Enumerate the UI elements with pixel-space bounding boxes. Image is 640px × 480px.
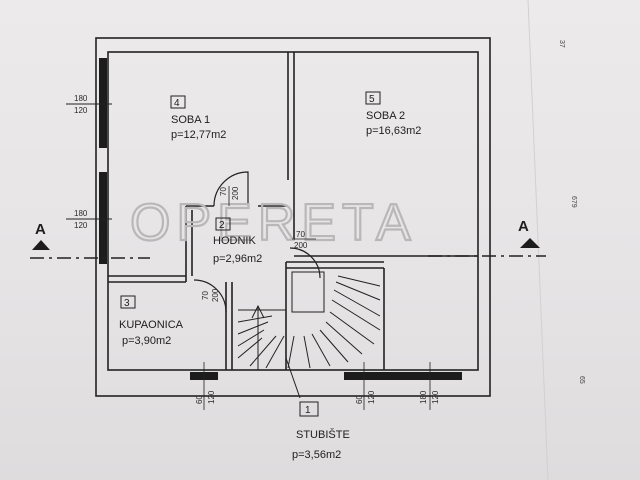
side-mark-top: 37: [558, 40, 565, 48]
window-dim-upper: 180 120: [66, 94, 112, 115]
section-arrow-right: [520, 238, 540, 248]
bottom-dim-1: 60 120: [195, 362, 216, 410]
room-area: p=3,90m2: [122, 335, 171, 347]
bottom-dim-3: 180 120: [419, 362, 440, 410]
room-hodnik: 2 HODNIK p=2,96m2: [213, 217, 262, 265]
window-dim-lower: 180 120: [66, 209, 112, 230]
outer-walls: [95, 37, 491, 397]
room-soba-1: 4 SOBA 1 p=12,77m2: [170, 95, 226, 141]
dim-bottom: 120: [207, 390, 216, 404]
dim-top: 60: [195, 395, 204, 404]
dim-top: 70: [296, 230, 305, 239]
room-name: SOBA 2: [366, 110, 405, 122]
dim-bottom: 120: [74, 221, 88, 230]
room-area: p=3,56m2: [292, 449, 341, 461]
room-name: HODNIK: [213, 235, 256, 247]
dim-bottom: 200: [294, 241, 308, 250]
dim-bottom: 200: [231, 186, 240, 200]
room-stubiste: 1 STUBIŠTE p=3,56m2: [292, 401, 350, 461]
room-area: p=16,63m2: [366, 125, 421, 137]
side-mark-bottom: 65: [578, 376, 585, 384]
dim-bottom: 120: [74, 106, 88, 115]
room-soba-2: 5 SOBA 2 p=16,63m2: [365, 91, 421, 137]
dim-top: 70: [201, 291, 210, 300]
dim-bottom: 120: [431, 390, 440, 404]
side-mark-middle: 679: [570, 196, 577, 208]
room-area: p=12,77m2: [171, 129, 226, 141]
watermark: OPERETA: [130, 194, 417, 252]
room-number: 3: [124, 298, 130, 309]
bottom-dim-2: 60 120: [355, 362, 376, 410]
room-area: p=2,96m2: [213, 253, 262, 265]
background-line: [527, 0, 549, 480]
room-number: 4: [174, 98, 180, 109]
left-windows: [99, 58, 107, 264]
dim-top: 180: [74, 94, 88, 103]
door-dim-hodnik: 70 200: [219, 186, 240, 206]
room-name: SOBA 1: [171, 114, 210, 126]
room-number: 1: [305, 405, 311, 416]
dim-top: 180: [419, 390, 428, 404]
dim-bottom: 120: [367, 390, 376, 404]
door-dim-soba-2: 70 200: [292, 230, 316, 250]
section-mark-left: A: [35, 221, 46, 238]
interior-walls: [108, 52, 478, 370]
dim-top: 70: [219, 187, 228, 196]
section-arrow-left: [32, 240, 50, 250]
room-kupaonica: 3 KUPAONICA p=3,90m2: [119, 295, 184, 347]
room-name: KUPAONICA: [119, 319, 184, 331]
dim-top: 60: [355, 395, 364, 404]
dim-top: 180: [74, 209, 88, 218]
bottom-windows: [190, 372, 462, 380]
door-dim-kupaonica: 70 200: [201, 288, 220, 302]
room-number: 5: [369, 94, 375, 105]
dim-bottom: 200: [211, 288, 220, 302]
door-swings: [193, 171, 321, 313]
room-number: 2: [219, 220, 225, 231]
room-name: STUBIŠTE: [296, 428, 350, 441]
section-line: [30, 255, 546, 259]
stair-steps: [237, 271, 381, 399]
section-mark-right: A: [518, 218, 529, 235]
